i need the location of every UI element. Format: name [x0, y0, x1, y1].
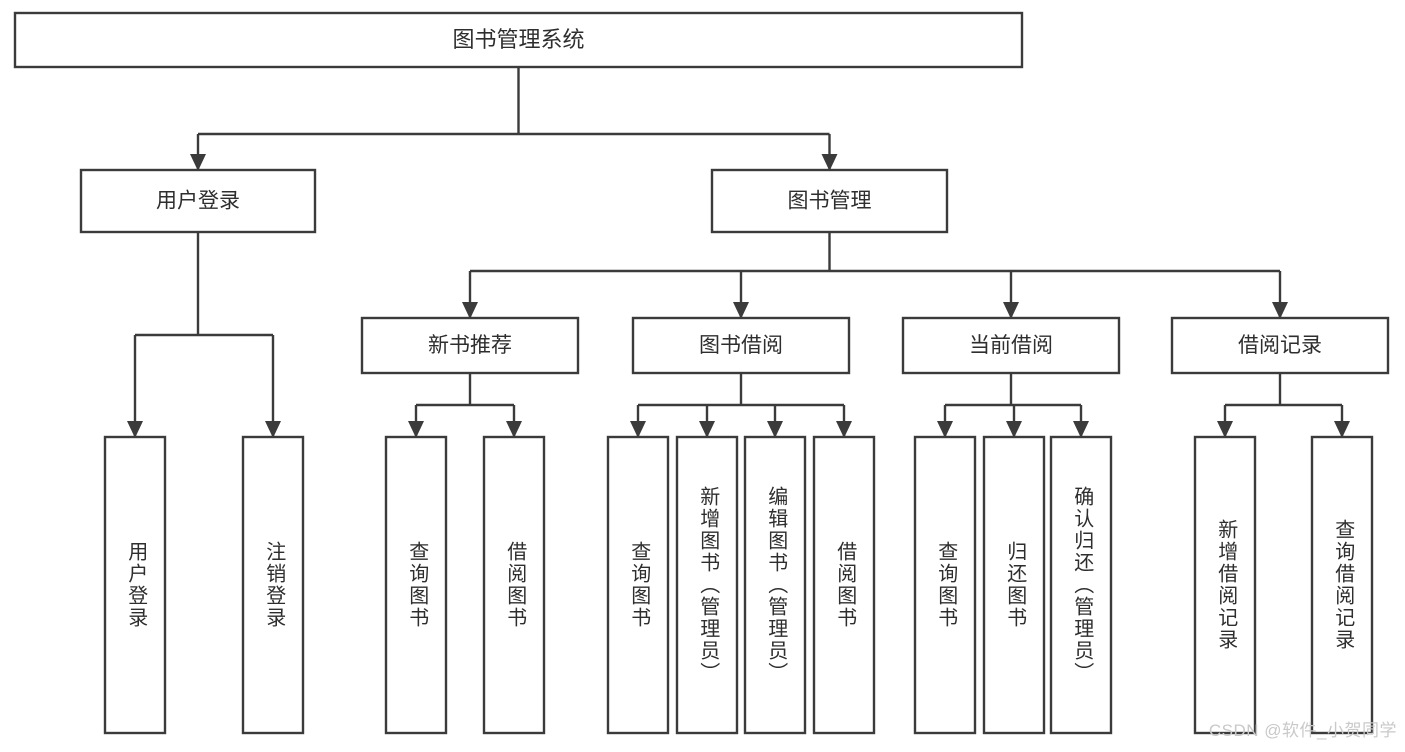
node-box-layer — [13, 11, 1390, 735]
arrow-head-icon-new-book-recommend — [462, 302, 478, 319]
node-box-leaf-user-logout[interactable] — [241, 435, 305, 735]
arrow-head-icon-leaf-borrow-book-1 — [506, 421, 522, 438]
arrow-head-icon-leaf-edit-book — [767, 421, 783, 438]
arrow-head-icon-current-borrow — [1003, 302, 1019, 319]
arrow-head-icon-leaf-query-book-2 — [630, 421, 646, 438]
node-box-book-borrow[interactable] — [631, 316, 851, 375]
node-box-leaf-return-book[interactable] — [982, 435, 1046, 735]
node-box-borrow-record[interactable] — [1170, 316, 1390, 375]
node-box-current-borrow[interactable] — [901, 316, 1121, 375]
node-box-leaf-query-book-3[interactable] — [913, 435, 977, 735]
node-box-leaf-query-book-2[interactable] — [606, 435, 670, 735]
node-box-leaf-confirm-return[interactable] — [1049, 435, 1113, 735]
node-label-book-manage: 图书管理 — [788, 190, 872, 213]
node-box-leaf-query-record[interactable] — [1310, 435, 1374, 735]
arrow-head-icon-leaf-borrow-book-2 — [836, 421, 852, 438]
node-box-book-manage[interactable] — [710, 168, 949, 234]
arrow-head-icon-book-manage — [821, 154, 838, 171]
arrow-head-icon-leaf-query-book-3 — [937, 421, 953, 438]
arrow-head-icon-leaf-user-login — [127, 421, 143, 438]
node-box-leaf-add-record[interactable] — [1193, 435, 1257, 735]
arrow-head-icon-leaf-add-record — [1217, 421, 1233, 438]
node-label-current-borrow: 当前借阅 — [969, 334, 1053, 357]
node-box-root[interactable] — [13, 11, 1024, 69]
node-label-new-book-recommend: 新书推荐 — [428, 334, 512, 357]
arrow-head-icon-leaf-user-logout — [265, 421, 281, 438]
watermark-text: CSDN @软件_小贺同学 — [1208, 721, 1397, 740]
arrow-head-icon-leaf-return-book — [1006, 421, 1022, 438]
node-box-leaf-query-book-1[interactable] — [384, 435, 448, 735]
node-box-leaf-add-book[interactable] — [675, 435, 739, 735]
arrow-head-icon-leaf-query-record — [1334, 421, 1350, 438]
connector-layer — [127, 67, 1350, 438]
arrow-head-icon-leaf-query-book-1 — [408, 421, 424, 438]
node-label-borrow-record: 借阅记录 — [1238, 334, 1322, 357]
node-box-leaf-borrow-book-1[interactable] — [482, 435, 546, 735]
node-label-root: 图书管理系统 — [452, 27, 584, 52]
node-box-new-book-recommend[interactable] — [360, 316, 580, 375]
arrow-head-icon-leaf-add-book — [699, 421, 715, 438]
arrow-head-icon-borrow-record — [1272, 302, 1288, 319]
node-box-leaf-edit-book[interactable] — [743, 435, 807, 735]
node-box-leaf-borrow-book-2[interactable] — [812, 435, 876, 735]
arrow-head-icon-user-login — [190, 154, 206, 171]
node-box-user-login[interactable] — [79, 168, 317, 234]
node-label-book-borrow: 图书借阅 — [699, 334, 783, 357]
arrow-head-icon-leaf-confirm-return — [1073, 421, 1089, 438]
arrow-head-icon-book-borrow — [733, 302, 749, 319]
node-box-leaf-user-login[interactable] — [103, 435, 167, 735]
node-label-user-login: 用户登录 — [156, 190, 240, 213]
